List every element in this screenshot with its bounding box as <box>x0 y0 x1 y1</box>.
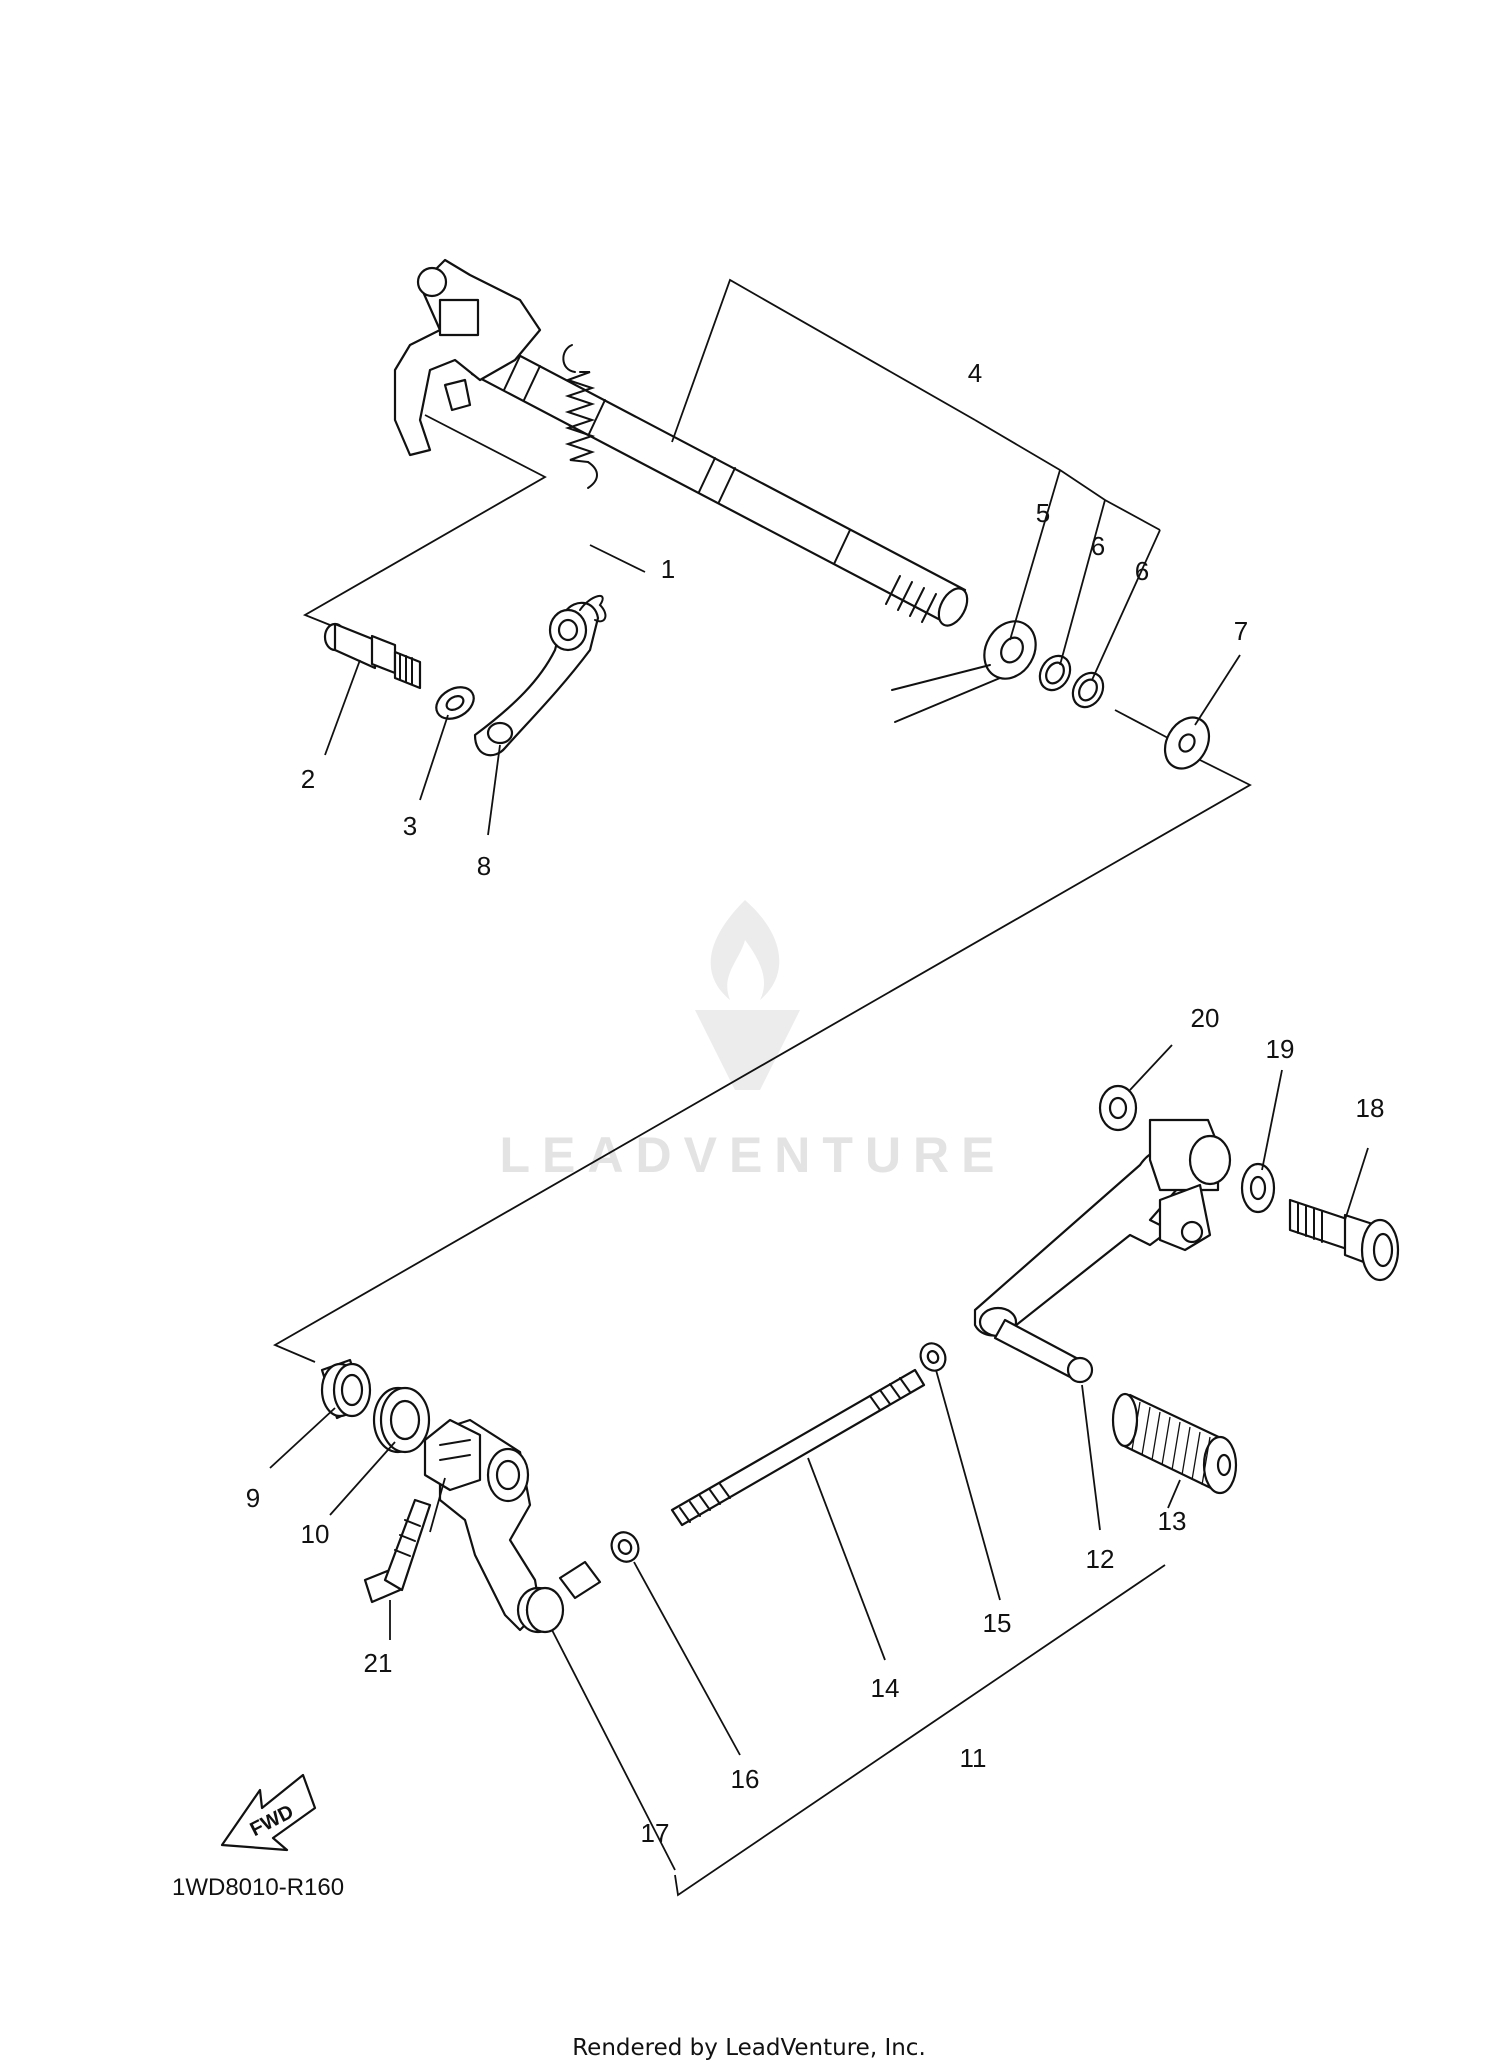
callout-20: 20 <box>1191 1003 1220 1033</box>
cotter-pin-part[interactable] <box>891 612 1046 723</box>
callout-9: 9 <box>246 1483 260 1513</box>
callout-2: 2 <box>301 764 315 794</box>
washer-part[interactable] <box>431 681 480 725</box>
callout-8: 8 <box>477 851 491 881</box>
locknut-part[interactable] <box>607 1528 643 1566</box>
leader-lines <box>269 278 1369 1897</box>
callout-18: 18 <box>1356 1093 1385 1123</box>
callout-5: 5 <box>1036 498 1050 528</box>
watermark-flame-icon <box>710 900 780 1000</box>
callout-13: 13 <box>1158 1506 1187 1536</box>
callout-labels: 1 2 3 4 5 6 6 7 8 9 10 11 12 13 14 15 16… <box>246 358 1385 1848</box>
callout-15: 15 <box>983 1608 1012 1638</box>
leadventure-watermark: LEADVENTURE <box>499 900 1006 1183</box>
fwd-arrow-icon <box>220 1773 317 1852</box>
callout-1: 1 <box>661 554 675 584</box>
callout-6b: 6 <box>1135 556 1149 586</box>
callout-19: 19 <box>1266 1034 1295 1064</box>
callout-16: 16 <box>731 1764 760 1794</box>
stud-bolt-part[interactable] <box>323 622 422 690</box>
callout-17: 17 <box>641 1818 670 1848</box>
callout-11: 11 <box>960 1743 987 1773</box>
callout-21: 21 <box>364 1648 393 1678</box>
rod-end-part[interactable] <box>525 1560 602 1634</box>
watermark-v-icon <box>695 1010 800 1090</box>
shift-shaft-part[interactable] <box>393 258 973 630</box>
bearing-part[interactable] <box>320 1358 372 1420</box>
locknut-part[interactable] <box>916 1339 950 1375</box>
watermark-text: LEADVENTURE <box>499 1127 1006 1183</box>
shift-rod-part[interactable] <box>670 1368 926 1527</box>
oil-seal-part[interactable] <box>372 1386 431 1454</box>
footer-credit: Rendered by LeadVenture, Inc. <box>572 2035 926 2061</box>
washer-part[interactable] <box>1156 710 1218 777</box>
callout-7: 7 <box>1234 616 1248 646</box>
callout-3: 3 <box>403 811 417 841</box>
return-spring-part[interactable] <box>562 344 598 489</box>
callout-12: 12 <box>1086 1544 1115 1574</box>
shift-pedal-part[interactable] <box>973 1118 1232 1384</box>
wave-washer-part[interactable] <box>1240 1162 1276 1214</box>
callout-4: 4 <box>968 358 982 388</box>
circlip-part[interactable] <box>1034 650 1109 712</box>
pivot-bolt-part[interactable] <box>1288 1198 1400 1282</box>
washer-part[interactable] <box>1098 1084 1138 1132</box>
diagram-code: 1WD8010-R160 <box>172 1874 344 1901</box>
fwd-arrow: FWD <box>220 1773 317 1852</box>
callout-10: 10 <box>301 1519 330 1549</box>
pedal-rubber-part[interactable] <box>1111 1392 1238 1495</box>
pinch-bolt-part[interactable] <box>363 1498 432 1604</box>
callout-14: 14 <box>871 1673 900 1703</box>
stopper-lever-part[interactable] <box>473 595 607 757</box>
callout-6a: 6 <box>1091 531 1105 561</box>
